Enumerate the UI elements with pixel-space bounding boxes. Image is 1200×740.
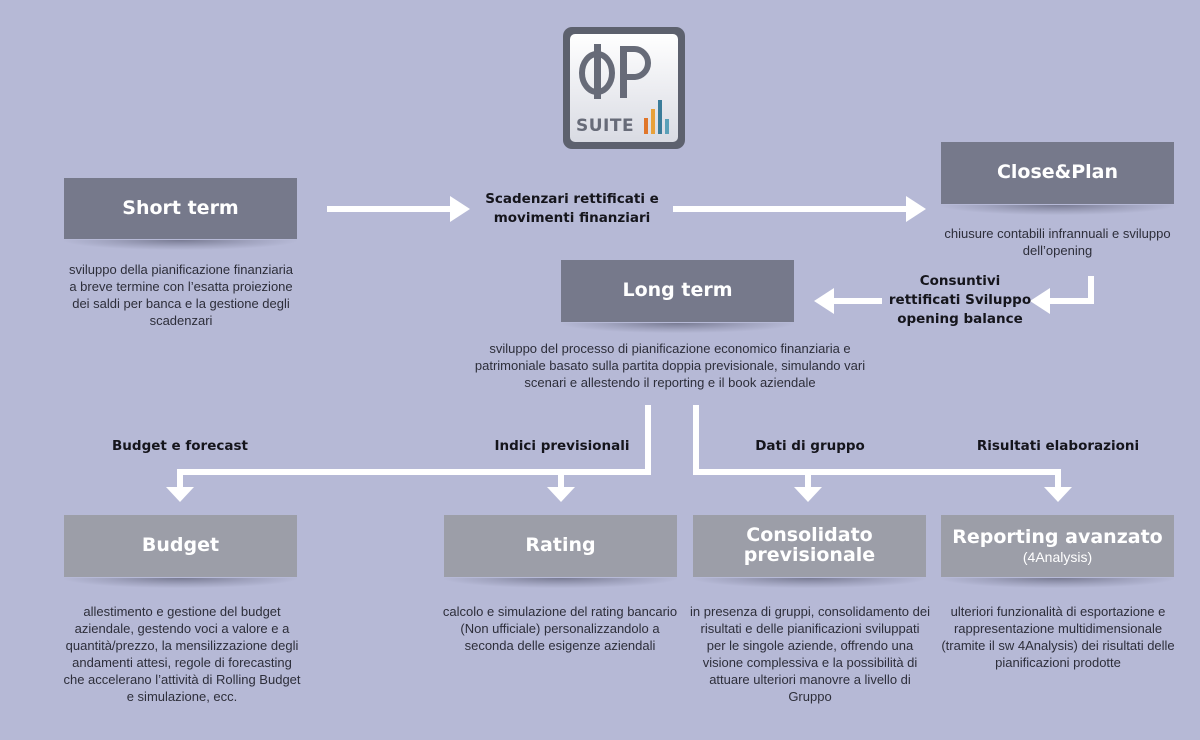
edge-label-consuntivi: Consuntivi rettificati Sviluppo opening …: [888, 273, 1032, 327]
node-description: chiusure contabili infrannuali e svilupp…: [944, 226, 1171, 258]
edge-label-budget-forecast: Budget e forecast: [112, 438, 248, 454]
suite-logo: SUITE: [562, 26, 686, 150]
node-close-plan: Close&Plan: [941, 142, 1174, 204]
node-shadow: [941, 205, 1174, 215]
node-consolidato: Consolidato previsionale: [693, 515, 926, 577]
node-title-line2: previsionale: [743, 544, 876, 566]
node-reporting: Reporting avanzato (4Analysis): [941, 515, 1174, 577]
node-title: Short term: [122, 196, 239, 219]
arrow-head-right: [906, 196, 926, 222]
node-shadow: [693, 578, 926, 588]
edge-label-scadenzari: Scadenzari rettificati e movimenti finan…: [485, 191, 659, 226]
arrow-head-left: [1030, 288, 1050, 314]
logo-bar: [644, 118, 648, 134]
arrow-head-down: [166, 487, 194, 502]
node-shadow: [64, 578, 297, 588]
node-title: Long term: [622, 279, 733, 302]
node-shadow: [64, 240, 297, 250]
arrow-head-left: [814, 288, 834, 314]
arrow-head-down: [547, 487, 575, 502]
arrow-shaft: [177, 405, 651, 490]
node-description: allestimento e gestione del budget azien…: [63, 604, 301, 704]
node-title: Rating: [525, 534, 596, 557]
node-description: sviluppo della pianificazione finanziari…: [68, 262, 294, 328]
logo-bar: [658, 100, 662, 134]
node-budget: Budget: [64, 515, 297, 577]
arrow-shaft: [1048, 276, 1094, 304]
node-long-term: Long term: [561, 260, 794, 322]
node-short-term: Short term: [64, 178, 297, 239]
arrow-shaft: [693, 405, 1061, 490]
arrow-head-right: [450, 196, 470, 222]
edge-label-indici: Indici previsionali: [494, 438, 630, 454]
node-title: Close&Plan: [996, 161, 1119, 184]
logo-graphic: [563, 27, 685, 149]
edge-label-risultati: Risultati elaborazioni: [976, 438, 1140, 454]
node-title-line1: Consolidato: [746, 524, 873, 547]
arrow-head-down: [1044, 487, 1072, 502]
node-title: Budget: [141, 534, 220, 557]
edge-label-dati-gruppo: Dati di gruppo: [755, 438, 865, 454]
logo-suite-text: SUITE: [576, 116, 635, 136]
arrow-head-down: [794, 487, 822, 502]
node-title: Reporting avanzato: [952, 525, 1163, 548]
node-description: in presenza di gruppi, consolidamento de…: [690, 604, 930, 704]
node-shadow: [941, 578, 1174, 588]
node-shadow: [444, 578, 677, 588]
node-shadow: [561, 323, 794, 333]
node-rating: Rating: [444, 515, 677, 577]
node-description: ulteriori funzionalità di esportazione e…: [941, 604, 1175, 670]
logo-bar: [665, 119, 669, 134]
node-subtitle: (4Analysis): [1022, 548, 1093, 565]
node-description: sviluppo del processo di pianificazione …: [474, 341, 866, 390]
node-description: calcolo e simulazione del rating bancari…: [442, 604, 678, 653]
logo-bar: [651, 109, 655, 134]
